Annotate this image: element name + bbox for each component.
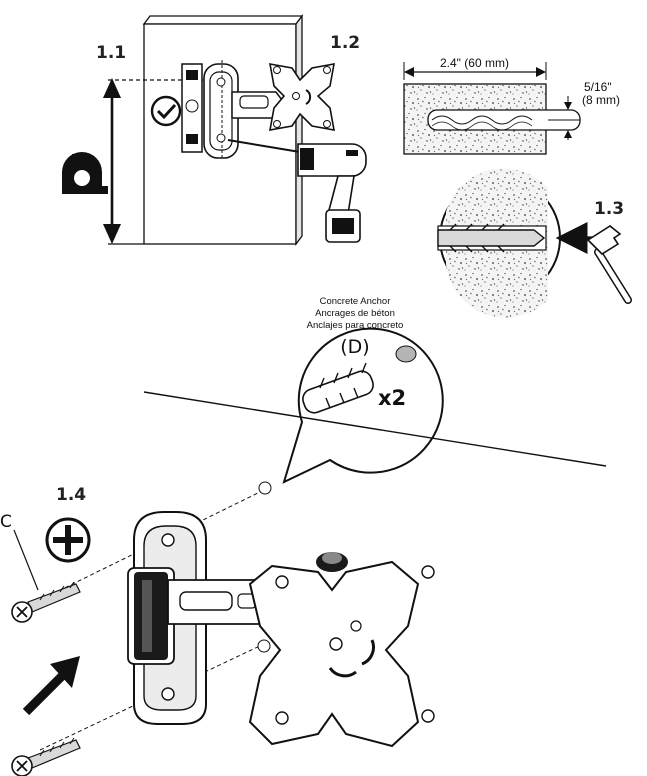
- vesa-plate-large: [248, 560, 435, 748]
- screw-part-letter: C: [0, 512, 12, 532]
- step-label-1-4: 1.4: [56, 485, 86, 505]
- hammer-icon: [586, 225, 632, 304]
- top-hole-marker: [258, 481, 272, 495]
- drill-diameter-mm-label: (8 mm): [582, 93, 620, 107]
- concrete-anchor-part: [302, 362, 374, 414]
- phillips-screwdriver-icon: [45, 517, 91, 563]
- anchor-insertion-detail: [437, 168, 596, 318]
- tape-measure-icon: [61, 151, 108, 194]
- drill-depth-section: [403, 62, 581, 155]
- screw-top: [11, 581, 81, 623]
- drill-depth-label: 2.4" (60 mm): [440, 56, 509, 70]
- drill-icon: [227, 139, 367, 243]
- anchor-in-hole: [437, 229, 546, 247]
- screw-bottom: [11, 737, 81, 776]
- anchor-callout-bubble: [282, 327, 444, 484]
- level-tool: [181, 63, 203, 153]
- wall-drilling-scene: [61, 14, 367, 246]
- level-check-icon: [150, 95, 182, 127]
- step-label-1-3: 1.3: [594, 199, 624, 219]
- wall-panel: [142, 15, 304, 25]
- wall-edge-line: [143, 391, 607, 467]
- step-label-1-1: 1.1: [96, 43, 126, 63]
- anchor-hole-marker: [395, 345, 417, 363]
- step-label-1-2: 1.2: [330, 33, 360, 53]
- anchor-name-fr: Ancrages de béton: [315, 308, 395, 319]
- anchor-name-es: Anclajes para concreto: [306, 320, 404, 331]
- anchor-name-en: Concrete Anchor: [319, 296, 391, 307]
- anchor-quantity: x2: [378, 386, 407, 410]
- vesa-plate-small: [269, 63, 335, 131]
- anchor-part-code: (D): [340, 336, 370, 358]
- drill-diameter-inch-label: 5/16": [584, 80, 612, 94]
- direction-arrow-icon: [22, 656, 80, 716]
- anchor-callout-text: Concrete Anchor Ancrages de béton Anclaj…: [290, 296, 420, 332]
- bottom-hole-marker: [257, 639, 271, 653]
- wall-plate: [203, 60, 239, 160]
